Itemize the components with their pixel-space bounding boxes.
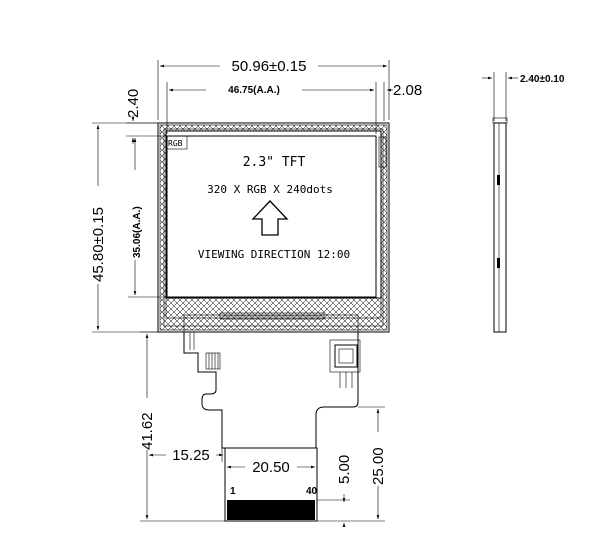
svg-text:5.00: 5.00 [336,455,353,484]
svg-text:25.00: 25.00 [370,447,387,485]
dim-offset-top: 2.40 [125,89,167,144]
dim-tail-length: 25.00 [317,406,387,522]
svg-text:2.40±0.10: 2.40±0.10 [520,74,565,85]
fpc-bonding-area [183,312,359,333]
svg-text:35.06(A.A.): 35.06(A.A.) [132,206,143,258]
viewing-direction-arrow-icon [251,200,289,236]
screen-resolution: 320 X RGB X 240dots [207,183,333,196]
viewing-direction-label: VIEWING DIRECTION 12:00 [198,248,350,261]
svg-text:1: 1 [230,486,236,497]
dim-offset-right: 2.08 [383,82,422,121]
svg-text:2.08: 2.08 [393,82,422,99]
dim-fpc-width: 20.50 [226,448,318,476]
dim-active-height: 35.06(A.A.) [127,137,167,298]
rgb-corner-label: RGB [166,135,188,150]
svg-text:RGB: RGB [168,139,183,148]
screen-title: 2.3" TFT [243,155,306,170]
dim-overall-height: 45.80±0.15 [90,122,158,333]
svg-text:41.62: 41.62 [139,412,156,450]
side-view [492,117,508,333]
dim-tail-height: 5.00 [317,455,353,527]
svg-text:40: 40 [306,486,318,497]
dim-fpc-offset: 15.25 [148,446,226,466]
dim-thickness: 2.40±0.10 [482,72,565,121]
fpc-tail: 1 40 [224,447,318,522]
svg-text:20.50: 20.50 [252,459,290,476]
dim-fpc-length: 41.62 [139,331,225,522]
fpc-cable [183,332,361,449]
svg-text:15.25: 15.25 [172,447,210,464]
svg-text:45.80±0.15: 45.80±0.15 [90,207,107,282]
dim-active-width: 46.75(A.A.) [166,82,377,134]
svg-text:46.75(A.A.): 46.75(A.A.) [228,85,280,96]
svg-text:50.96±0.15: 50.96±0.15 [232,58,307,75]
svg-text:2.40: 2.40 [125,89,142,118]
